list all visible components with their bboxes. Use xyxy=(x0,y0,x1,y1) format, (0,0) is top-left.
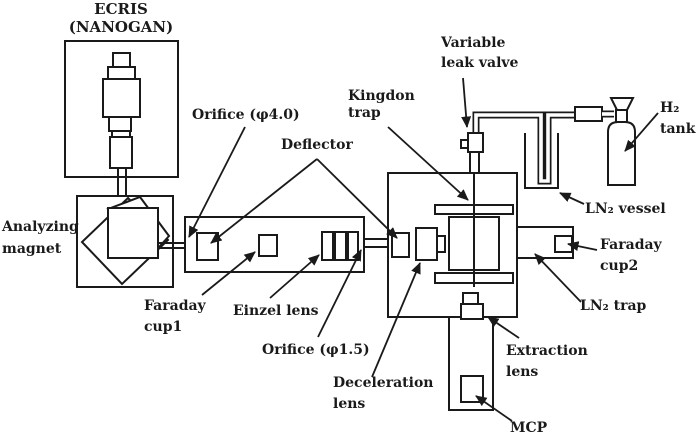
beamline-chamber-1 xyxy=(184,216,389,273)
label-ln2-vessel: LN₂ vessel xyxy=(585,201,666,217)
faraday-cup1-electrode xyxy=(258,234,278,257)
label-h2-tank-line1: H₂ xyxy=(660,100,679,116)
gas-pipe-bore xyxy=(474,113,601,183)
ln2-trap-arrow xyxy=(534,253,582,303)
einzel-lens-arrow xyxy=(269,254,320,299)
deflector-arrow-left xyxy=(210,158,318,244)
label-leak-valve-line2: leak valve xyxy=(441,55,519,71)
faraday-cup2-arrow xyxy=(567,241,598,252)
label-ecris-line1: ECRIS xyxy=(94,0,148,18)
h2-tank-valve-cap xyxy=(609,97,635,111)
einzel-lens-electrode-1 xyxy=(321,231,334,261)
orifice-large-arrow xyxy=(188,126,246,238)
h2-tank-neck xyxy=(615,109,628,123)
label-ecris-line2: (NANOGAN) xyxy=(69,18,173,36)
magnet-exit-beam-tube xyxy=(158,242,186,249)
einzel-lens-electrode-3 xyxy=(347,231,359,261)
h2-tank-arrow xyxy=(624,112,659,152)
orifice-small-arrow xyxy=(317,249,362,338)
ecris-plasma-chamber xyxy=(102,78,141,118)
label-analyzing-magnet-line1: Analyzing xyxy=(1,219,79,235)
label-deceleration-line1: Deceleration xyxy=(333,375,433,391)
ln2-vessel-arrow xyxy=(559,192,585,205)
deflector-electrode-2 xyxy=(391,232,410,258)
label-faraday-cup1-line2: cup1 xyxy=(144,319,182,335)
deceleration-lens-arrow xyxy=(371,262,421,378)
label-orifice-small: Orifice (φ1.5) xyxy=(262,342,370,358)
einzel-lens-electrode-2 xyxy=(334,231,347,261)
deceleration-lens-tab xyxy=(436,235,446,253)
gas-regulator xyxy=(574,106,603,122)
gas-pipe xyxy=(472,111,601,185)
label-deflector: Deflector xyxy=(281,137,353,153)
label-extraction-line1: Extraction xyxy=(506,343,588,359)
gas-line xyxy=(460,106,614,189)
mcp-arrow xyxy=(475,395,513,422)
label-kingdon-line1: Kingdon xyxy=(348,88,415,104)
deflector-electrode-1 xyxy=(196,232,219,261)
label-analyzing-magnet-line2: magnet xyxy=(2,241,62,257)
label-faraday-cup2-line1: Faraday xyxy=(600,237,663,253)
label-deceleration-line2: lens xyxy=(333,396,365,412)
main-chamber xyxy=(387,172,574,411)
annotation-arrows xyxy=(188,77,659,422)
beam-tube-to-chamber xyxy=(364,238,389,248)
label-faraday-cup2-line2: cup2 xyxy=(600,258,638,274)
kingdon-trap xyxy=(434,173,514,287)
leak-valve-arrow xyxy=(461,77,472,128)
extraction-lens-top xyxy=(462,292,479,305)
deflector-arrow-right xyxy=(316,158,398,239)
ecris-extraction-segment xyxy=(109,136,133,169)
label-ln2-trap: LN₂ trap xyxy=(580,298,647,314)
deceleration-lens-body xyxy=(415,227,438,261)
label-mcp: MCP xyxy=(510,420,548,436)
label-extraction-line2: lens xyxy=(506,364,538,380)
ecris-source xyxy=(64,40,179,209)
label-orifice-large: Orifice (φ4.0) xyxy=(192,107,300,123)
label-leak-valve-line1: Variable xyxy=(440,35,506,51)
kingdon-trap-arrow xyxy=(387,126,469,201)
faraday-cup1-arrow xyxy=(201,251,256,296)
extraction-lens-arrow xyxy=(487,316,520,339)
label-faraday-cup1-line1: Faraday xyxy=(144,298,207,314)
variable-leak-valve-knob xyxy=(460,139,469,149)
h2-tank-cylinder xyxy=(607,121,636,186)
label-h2-tank-line2: tank xyxy=(660,121,696,137)
ecris-stack-segment xyxy=(107,66,136,80)
ecris-stack-segment xyxy=(112,52,131,68)
extraction-lens-body xyxy=(460,303,484,320)
label-kingdon-line2: trap xyxy=(348,105,381,121)
label-einzel-lens: Einzel lens xyxy=(233,303,319,319)
variable-leak-valve-body xyxy=(467,132,484,153)
ln2-vessel-container xyxy=(524,133,559,189)
h2-tank xyxy=(607,97,636,186)
ecris-stack-segment xyxy=(108,116,132,132)
magnet-bend-chamber xyxy=(107,207,159,259)
analyzing-magnet xyxy=(76,195,186,288)
valve-to-chamber-tube xyxy=(469,152,480,174)
